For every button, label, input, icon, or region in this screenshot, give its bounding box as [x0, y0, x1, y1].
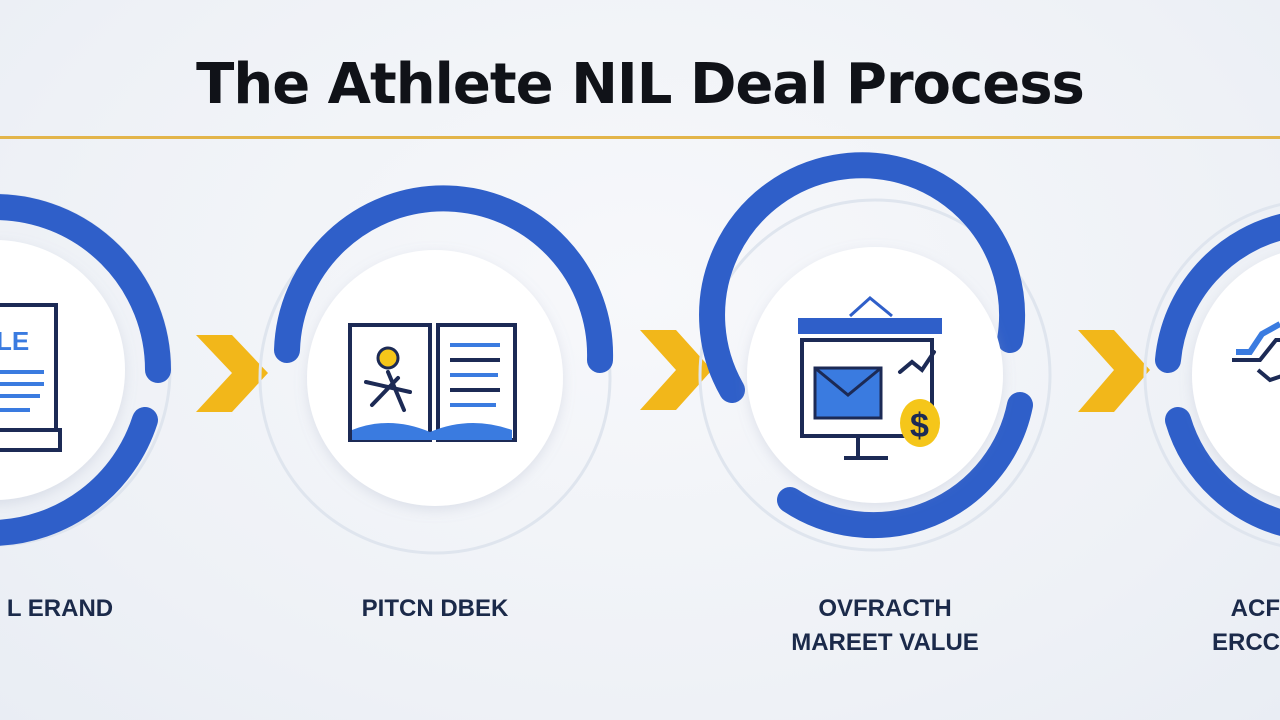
connector-arrow-2: [640, 330, 712, 410]
step-1-label-line-1: L ERAND: [6, 595, 114, 622]
step-1-label: L ERAND: [0, 592, 130, 626]
connector-arrow-3: [1078, 330, 1150, 412]
step-4-label: ACF ERCC: [1200, 592, 1280, 660]
step-3-label-line-1: OVFRACTH: [818, 595, 952, 622]
step-3-outer-ring: [698, 198, 1052, 552]
step-2-node: [258, 185, 614, 555]
step-2-circle: [307, 250, 563, 506]
step-1-node: LE: [0, 193, 172, 547]
step-3-ring-arc-lower: [777, 392, 1033, 539]
step-4-node: [1143, 203, 1280, 547]
chart-icon: [1232, 321, 1280, 383]
step-1-ring-arc-bottom: [0, 407, 158, 546]
title-divider: [0, 136, 1280, 139]
document-icon-text: LE: [0, 326, 29, 356]
step-4-circle: [1192, 253, 1280, 497]
step-4-outer-ring: [1143, 203, 1280, 547]
step-3-node: $: [698, 152, 1052, 552]
document-icon: LE: [0, 303, 62, 452]
step-4-ring-arc-top: [1155, 213, 1280, 373]
step-2-label-line-1: PITCN DBEK: [361, 595, 509, 622]
step-4-label-line-1: ACF: [1230, 595, 1280, 622]
step-3-label-line-2: MAREET VALUE: [791, 629, 979, 656]
page-title: The Athlete NIL Deal Process: [196, 52, 1085, 117]
monitor-email-icon: $: [798, 296, 942, 460]
step-2-label: PITCN DBEK: [335, 592, 535, 626]
open-book-icon: [348, 323, 517, 442]
step-4-ring-arc-bottom: [1165, 407, 1280, 536]
step-3-label: OVFRACTH MAREET VALUE: [765, 592, 1005, 660]
step-2-ring-arc: [274, 185, 614, 373]
step-1-ring-arc-top: [0, 194, 171, 383]
step-4-label-line-2: ERCC: [1211, 629, 1280, 656]
step-3-ring-arc-main: [699, 152, 1025, 403]
connector-arrow-1: [196, 335, 268, 412]
svg-text:$: $: [910, 407, 929, 445]
